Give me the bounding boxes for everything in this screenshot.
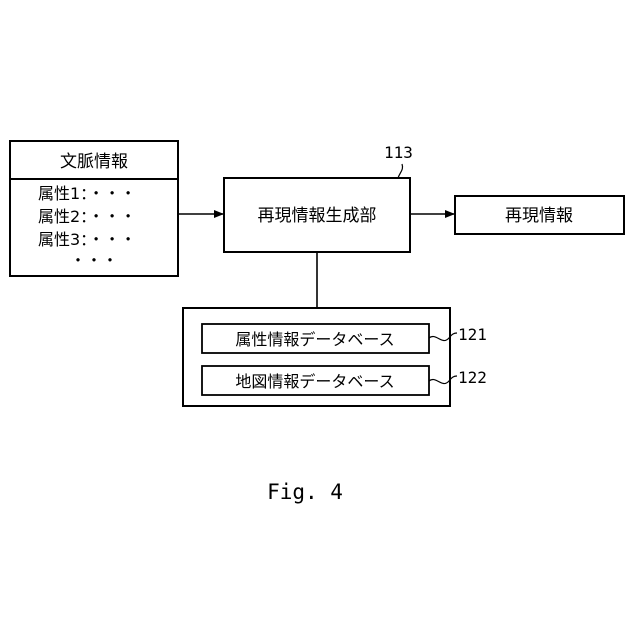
generator-box: 再現情報生成部 (224, 178, 410, 252)
attribute-1-label: 属性1：・・・ (38, 184, 136, 203)
figure-caption: Fig. 4 (267, 480, 343, 504)
context-info-title: 文脈情報 (60, 152, 128, 172)
attribute-3-label: 属性3：・・・ (38, 230, 136, 249)
database-group: 属性情報データベース 地図情報データベース (183, 308, 450, 406)
generator-ref-leader (398, 164, 403, 178)
output-box: 再現情報 (455, 196, 624, 234)
output-label: 再現情報 (505, 206, 573, 226)
map-database-label: 地図情報データベース (235, 372, 394, 391)
attribute-ellipsis: ・・・ (70, 251, 118, 270)
attribute-database-label: 属性情報データベース (235, 330, 394, 349)
map-database-ref-number: 122 (458, 368, 487, 387)
generator-ref-number: 113 (384, 143, 413, 162)
attribute-2-label: 属性2：・・・ (38, 207, 136, 226)
attribute-database-ref-number: 121 (458, 325, 487, 344)
context-info-box: 文脈情報 属性1：・・・ 属性2：・・・ 属性3：・・・ ・・・ (10, 141, 178, 276)
generator-label: 再現情報生成部 (258, 206, 377, 226)
